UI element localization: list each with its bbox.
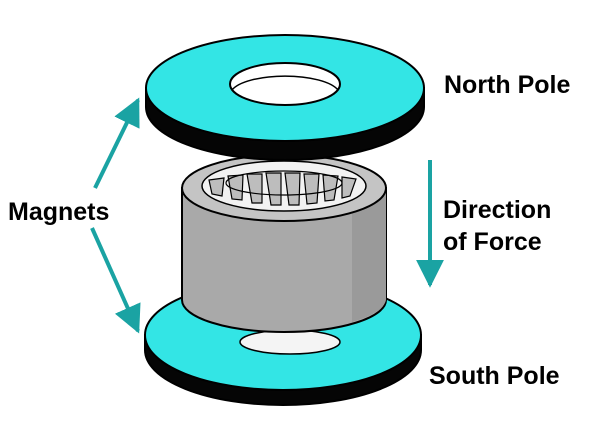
north-pole-label: North Pole: [444, 71, 570, 99]
hub-center: [225, 170, 343, 196]
cylinder-body: [181, 187, 387, 333]
north-magnet: [145, 34, 425, 161]
direction-label-line2: of Force: [443, 228, 542, 256]
north-magnet-hole: [229, 62, 341, 106]
magnets-label: Magnets: [8, 198, 109, 226]
arrow-to-north-magnet: [93, 97, 140, 189]
arrow-to-south-magnet: [90, 227, 141, 334]
magnet-arrows: [90, 97, 141, 334]
south-pole-label: South Pole: [429, 362, 560, 390]
armature-cylinder: [181, 154, 387, 333]
hub-slots: [208, 172, 357, 206]
north-magnet-hole-inner: [231, 75, 339, 91]
cylinder-shade: [352, 188, 386, 322]
south-magnet-hole: [239, 329, 341, 355]
direction-label-line1: Direction: [443, 196, 551, 224]
